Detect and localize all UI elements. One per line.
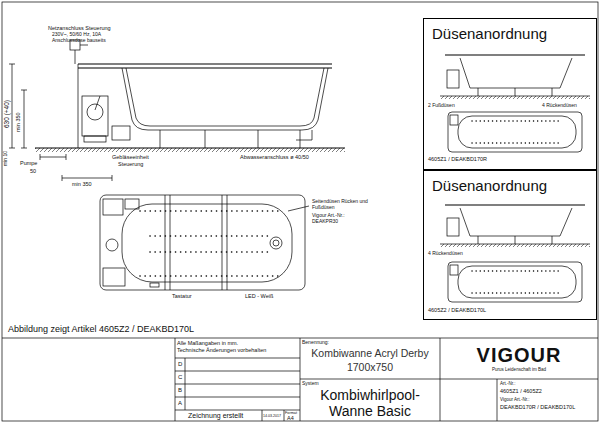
led-label: LED - Weiß [245,293,273,299]
tub-basin [458,116,576,148]
panel-title: Düsenanordnung [432,177,547,194]
jet-label: 4 Rückendüsen [542,103,577,109]
jet-rows [140,211,282,276]
control-label: Steuerung [118,161,143,167]
dimension-lines [9,64,112,181]
pump-unit [447,70,459,88]
floor-hatch [440,244,590,247]
jet-note: Seitendüsen Rücken und Fußdüsen [312,199,372,211]
date-cell: 14.03.2017 [263,414,281,418]
supply-wire [75,45,100,110]
tub-outline [448,262,582,302]
detail-panel: Düsenanordnung 2 Fußdüsen 4 Rückendüsen 460… [423,18,597,170]
tub-shell [460,58,572,88]
pump-motor [87,104,103,120]
article-number: DEAKBD170R / DEAKBD170L [500,404,575,410]
supply-note: Netzanschluss Steuerung [48,25,111,31]
keypad-label: Tastatur [172,293,192,299]
pump-motor [106,239,118,251]
leader-line [288,206,309,211]
title-block-cell: Zeichnung erstellt [188,412,243,420]
tub-feet [478,236,552,244]
title-block-grid [2,338,598,421]
pump-label: Pumpe [20,160,37,166]
tub-feet [160,130,300,148]
panel-title: Düsenanordnung [432,25,547,42]
title-block-note: Technische Änderungen vorbehalten [177,347,266,353]
tub-outline [100,195,305,290]
article-code: 4605Z2 / DEAKBD170L [428,307,486,313]
pump-unit [103,199,123,215]
tub-shell [122,68,328,130]
article-number: 4605Z1 / 4605Z2 [500,388,542,394]
pump-unit [447,218,459,236]
keypad [150,283,159,287]
supply-spec: 230V~, 50/60 Hz, 10A [52,32,101,38]
tub-rim [78,64,332,68]
article-code: 4605Z1 / DEAKBD170R [428,156,487,162]
revision-letter: C [178,374,182,381]
tub-basin [122,204,292,282]
jet-rows [472,271,562,293]
product-size: 1700x750 [300,361,440,373]
blower-unit [112,126,130,140]
jet-label: 2 Fußdüsen [428,103,455,109]
jet-rows [472,121,562,143]
brand-logo: VIGOUR [440,344,598,367]
pump-housing [82,96,108,136]
revision-letter: D [178,361,182,368]
article-note: Vigour Art.-Nr.: DEAKPR30 [312,213,372,225]
junction-note: Anschlussdose bauseits [52,38,106,44]
format-label: Format [285,411,297,415]
tub-basin [458,266,576,298]
control-unit [125,199,139,209]
drain-pipe [296,130,312,140]
clearance-dimension: min 10 [3,151,9,166]
height-dimension: 630 (+40) [3,100,10,128]
product-name: Kombiwanne Acryl Derby [300,347,440,359]
pump-unit [450,115,458,125]
jet-label: 4 Rückendüsen [428,251,463,257]
tub-rim [445,54,585,55]
field-label: Art.-Nr.: [500,381,516,386]
brand-tagline: Purus Leidenschaft im Bad [440,367,598,372]
tub-rim [445,204,585,205]
floor-hatch [440,96,590,99]
floor-hatch [35,148,345,152]
field-label: System [302,381,319,387]
field-label: Benennung: [302,340,329,346]
title-block-note: Alle Maßangaben in mm. [177,340,238,346]
drain-label: Abwasseranschluss ø 40/50 [240,154,309,160]
tub-shell [460,208,572,236]
tub-feet [478,88,552,96]
tub-outline [448,112,582,152]
clearance-dimension: min 350 [15,112,21,132]
field-label: Vigour Art.-Nr.: [500,397,529,402]
drain-outlet [270,237,282,249]
blower-label: Gebläseeinheit [112,154,149,160]
dimension-value: 50 [30,168,36,174]
pump-base [84,136,106,142]
blower-unit [103,268,125,286]
system-name: Kombiwhirlpool-Wanne Basic [300,387,440,419]
revision-letter: B [178,387,182,394]
revision-letter: A [178,400,182,407]
figure-note: Abbildung zeigt Artikel 4605Z2 / DEAKBD1… [8,324,194,334]
format-value: A4 [287,415,294,421]
clearance-dimension: min 350 [72,181,92,187]
detail-panel: Düsenanordnung 4 Rückendüsen 4605Z2 / DEAK… [423,170,597,320]
pump-unit [450,265,458,275]
drain-outlet [273,240,279,246]
tub-skirt [78,64,79,148]
